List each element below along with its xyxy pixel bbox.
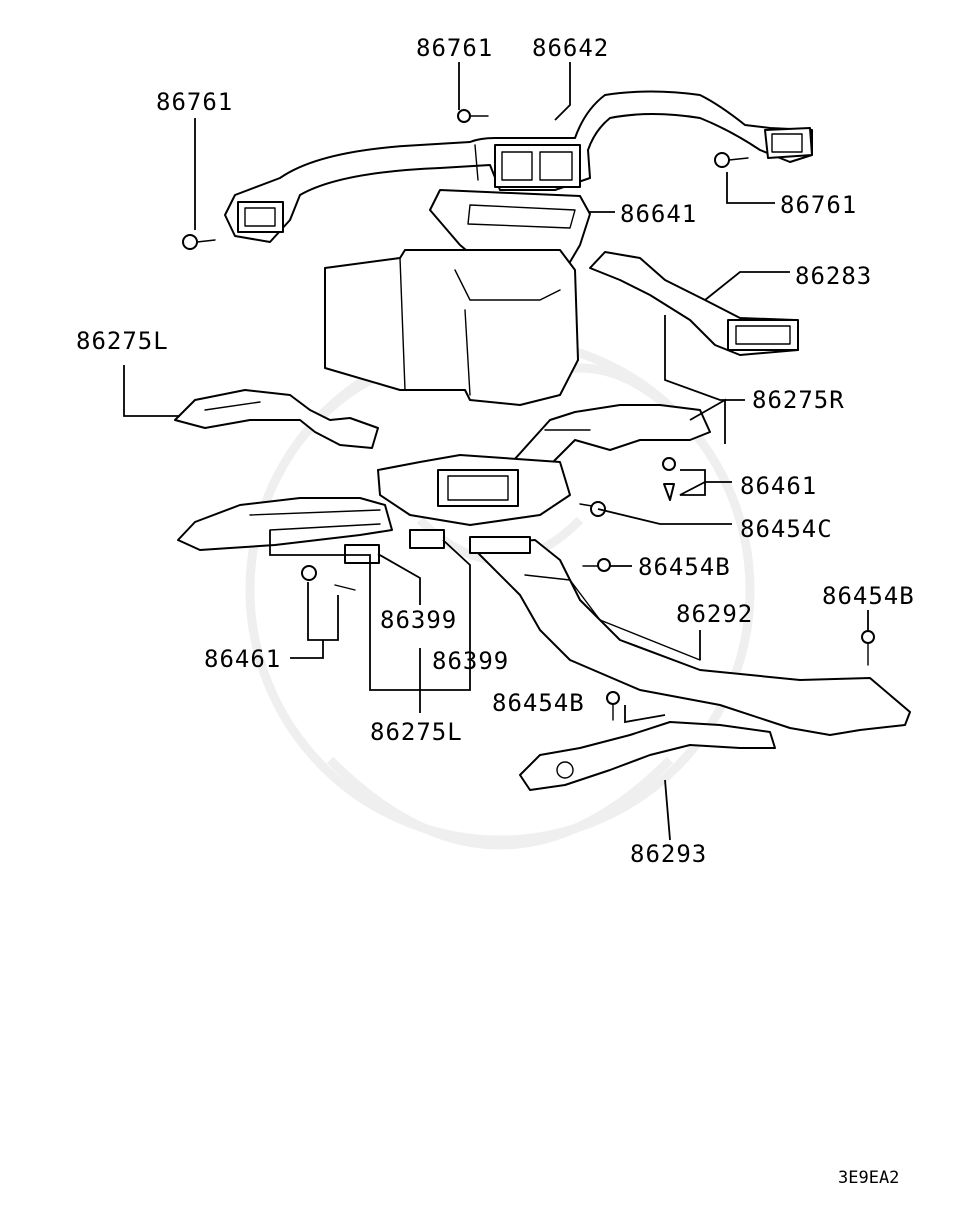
upper-duct-86642 xyxy=(224,90,813,243)
label-86461-left: 86461 xyxy=(204,645,281,673)
label-86454B-mid: 86454B xyxy=(638,553,731,581)
label-86641: 86641 xyxy=(620,200,697,228)
screw-86454B-right xyxy=(861,630,875,666)
clip-86761-left xyxy=(182,234,216,250)
label-86275L-lower: 86275L xyxy=(370,718,463,746)
label-86283: 86283 xyxy=(795,262,872,290)
clip-86761-top xyxy=(457,109,489,123)
label-86275L-upper: 86275L xyxy=(76,327,169,355)
label-86399-a: 86399 xyxy=(380,606,457,634)
lower-duct-86293 xyxy=(519,721,776,791)
leader-lines xyxy=(123,62,869,841)
label-86275R: 86275R xyxy=(752,386,845,414)
seal-86399-a xyxy=(344,544,380,564)
label-86454B-right: 86454B xyxy=(822,582,915,610)
heater-unit xyxy=(324,249,579,406)
label-86454B-low: 86454B xyxy=(492,689,585,717)
console-duct-assembly xyxy=(377,454,571,526)
clip-86461-right-a xyxy=(662,457,676,471)
clip-86761-right xyxy=(714,152,749,168)
part-labels: 86761 86642 86761 86761 86641 86283 8627… xyxy=(76,34,915,1188)
label-86454C: 86454C xyxy=(740,515,833,543)
label-86761-top: 86761 xyxy=(416,34,493,62)
label-86761-left: 86761 xyxy=(156,88,233,116)
clip-86461-left-b xyxy=(334,584,356,591)
label-86399-b: 86399 xyxy=(432,647,509,675)
rear-duct-86292 xyxy=(469,536,911,736)
clip-86461-right-b xyxy=(663,483,675,501)
label-86642: 86642 xyxy=(532,34,609,62)
label-86293: 86293 xyxy=(630,840,707,868)
screw-86454B-low xyxy=(606,691,620,721)
right-duct-86275R xyxy=(504,404,711,476)
label-86761-right: 86761 xyxy=(780,191,857,219)
seal-86399-b xyxy=(409,529,445,549)
label-86461-right: 86461 xyxy=(740,472,817,500)
side-duct-86283 xyxy=(589,251,799,356)
lower-duct-86275L xyxy=(177,497,393,551)
left-vent-86275L-upper xyxy=(174,389,379,449)
clip-86461-left-a xyxy=(301,565,317,581)
figure-code: 3E9EA2 xyxy=(838,1168,899,1188)
screw-86454B-mid xyxy=(582,558,611,572)
label-86292: 86292 xyxy=(676,600,753,628)
